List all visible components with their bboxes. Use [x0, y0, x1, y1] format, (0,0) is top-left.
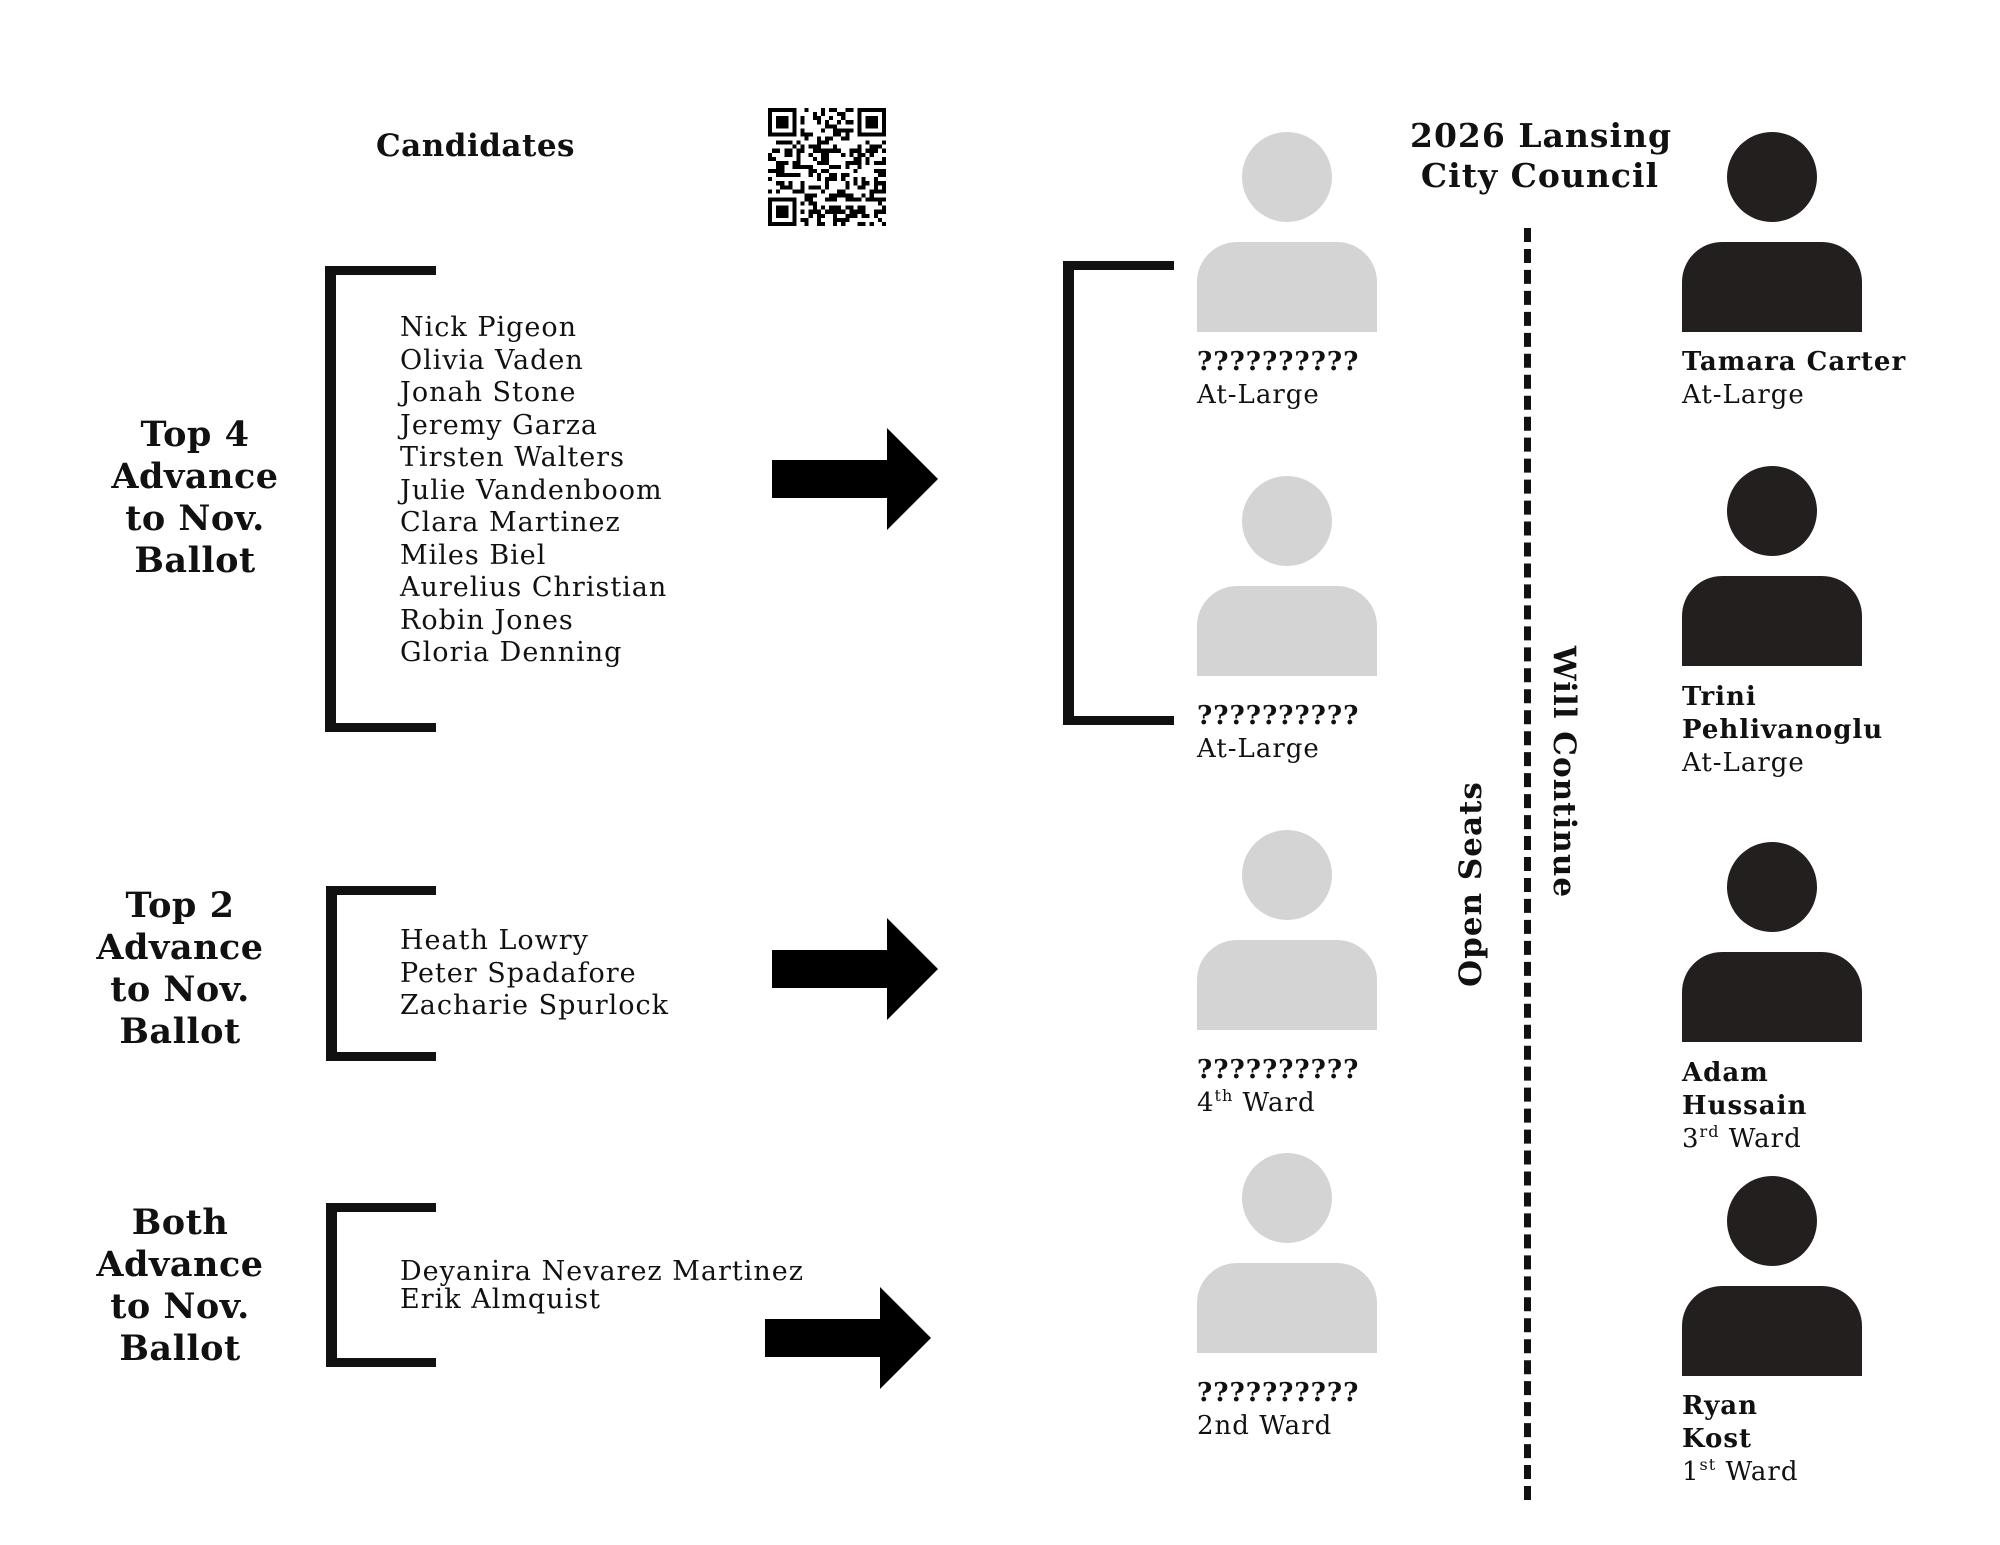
candidate-name: Julie Vandenboom [400, 474, 663, 506]
candidate-list-top4: Nick Pigeon Olivia Vaden Jonah Stone Jer… [400, 312, 667, 670]
group-title-line: Advance [111, 456, 279, 497]
member-label: Ryan Kost 1st Ward [1682, 1390, 1799, 1489]
candidate-name: Heath Lowry [400, 925, 589, 956]
group-title-line: Advance [96, 1244, 264, 1285]
group-title-line: Ballot [119, 1011, 241, 1052]
group-title-line: to Nov. [110, 969, 250, 1010]
open-seat-label: ?????????? 2nd Ward [1197, 1377, 1359, 1443]
candidate-name: Zacharie Spurlock [400, 990, 670, 1021]
member-name: Pehlivanoglu [1682, 715, 1884, 745]
at-large-bracket [1063, 261, 1174, 725]
divider-line [1524, 228, 1531, 1500]
person-icon [1682, 132, 1862, 332]
group-title-line: Ballot [134, 540, 256, 581]
candidate-name: Jonah Stone [400, 377, 577, 408]
open-seat-name: ?????????? [1197, 347, 1360, 377]
candidates-heading: Candidates [376, 128, 576, 164]
member-label: Tamara Carter At-Large [1682, 346, 1906, 412]
candidate-name: Tirsten Walters [400, 442, 625, 473]
member-role: At-Large [1682, 748, 1805, 778]
candidate-list-top2: Heath Lowry Peter Spadafore Zacharie Spu… [400, 925, 669, 1023]
group-title-line: Top 2 [125, 885, 235, 926]
group-bracket [326, 886, 436, 1061]
open-seat-role: 2nd Ward [1197, 1411, 1333, 1441]
group-bracket [326, 1203, 436, 1367]
council-title-line-2: City Council [1420, 156, 1660, 195]
member-name: Hussain [1682, 1091, 1808, 1121]
candidate-list-both: Deyanira Nevarez Martinez Erik Almquist [400, 1258, 804, 1314]
person-icon [1197, 830, 1377, 1030]
open-seat-role: At-Large [1197, 734, 1320, 764]
member-label: Trini Pehlivanoglu At-Large [1682, 681, 1883, 780]
member-role: 3rd Ward [1682, 1122, 1802, 1155]
open-seat-name: ?????????? [1197, 1055, 1360, 1085]
open-seat-name: ?????????? [1197, 1378, 1360, 1408]
group-title-line: to Nov. [125, 498, 265, 539]
member-name: Ryan [1682, 1391, 1759, 1421]
group-title-line: Top 4 [140, 414, 250, 455]
right-arrow-icon [765, 1287, 931, 1389]
open-seats-label: Open Seats [1453, 781, 1489, 987]
group-title-top2: Top 2 Advance to Nov. Ballot [65, 885, 295, 1053]
member-role: 1st Ward [1682, 1455, 1799, 1488]
open-seat-role: 4th Ward [1197, 1086, 1316, 1119]
candidate-name: Nick Pigeon [400, 312, 578, 343]
group-title-line: to Nov. [110, 1286, 250, 1327]
council-title: 2026 Lansing City Council [1410, 116, 1673, 196]
candidate-name: Jeremy Garza [400, 409, 599, 441]
candidate-name: Deyanira Nevarez Martinez [400, 1256, 804, 1287]
open-seat-label: ?????????? At-Large [1197, 700, 1359, 766]
group-title-line: Advance [96, 927, 264, 968]
person-icon [1197, 1153, 1377, 1353]
person-icon [1197, 132, 1377, 332]
open-seat-role: At-Large [1197, 380, 1320, 410]
group-title-top4: Top 4 Advance to Nov. Ballot [80, 414, 310, 582]
person-icon [1197, 476, 1377, 676]
person-icon [1682, 842, 1862, 1042]
open-seat-label: ?????????? 4th Ward [1197, 1054, 1359, 1120]
qr-code-icon[interactable] [768, 108, 886, 226]
will-continue-label: Will Continue [1546, 645, 1582, 899]
candidate-name: Miles Biel [400, 539, 547, 571]
person-icon [1682, 466, 1862, 666]
group-title-line: Both [131, 1202, 229, 1243]
right-arrow-icon [772, 428, 938, 530]
open-seat-label: ?????????? At-Large [1197, 346, 1359, 412]
member-name: Tamara Carter [1682, 347, 1907, 377]
member-name: Trini [1682, 682, 1757, 712]
member-name: Kost [1682, 1424, 1753, 1454]
member-label: Adam Hussain 3rd Ward [1682, 1057, 1807, 1156]
candidate-name: Peter Spadafore [400, 957, 637, 989]
group-title-both: Both Advance to Nov. Ballot [65, 1202, 295, 1370]
group-bracket [325, 266, 436, 732]
candidate-name: Clara Martinez [400, 507, 621, 538]
group-title-line: Ballot [119, 1328, 241, 1369]
candidate-name: Aurelius Christian [400, 572, 668, 603]
person-icon [1682, 1176, 1862, 1376]
candidate-name: Olivia Vaden [400, 344, 584, 376]
candidate-name: Erik Almquist [400, 1284, 601, 1315]
council-title-line-1: 2026 Lansing [1410, 116, 1673, 155]
member-name: Adam [1682, 1058, 1769, 1088]
candidate-name: Gloria Denning [400, 637, 623, 668]
right-arrow-icon [772, 918, 938, 1020]
candidate-name: Robin Jones [400, 604, 574, 636]
member-role: At-Large [1682, 380, 1805, 410]
open-seat-name: ?????????? [1197, 701, 1360, 731]
